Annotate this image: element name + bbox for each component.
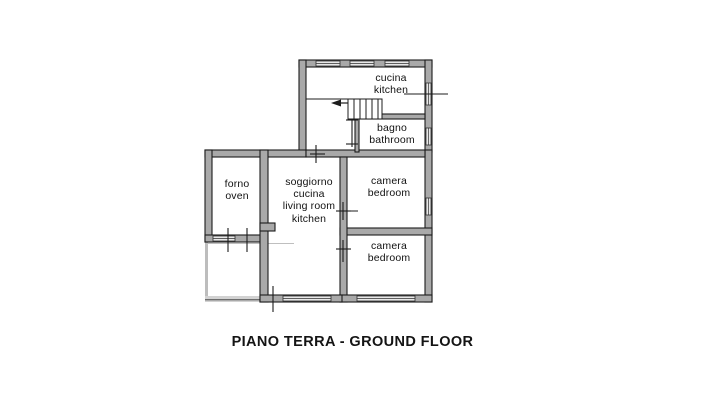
- window-openings-group: [212, 60, 432, 302]
- door-marks-group: [227, 93, 448, 312]
- staircase-icon: [306, 98, 383, 120]
- wall-center-header: [305, 149, 426, 158]
- wall-bedroom-divider: [339, 227, 433, 236]
- faded-outline-group: [205, 241, 297, 302]
- wall-left-outer: [204, 149, 213, 243]
- wall-upper-left: [298, 59, 307, 153]
- wall-spine-stub: [259, 222, 276, 232]
- wall-bedroom-left: [339, 156, 348, 303]
- walls-group: [204, 59, 433, 303]
- wall-main-top: [204, 149, 307, 158]
- wall-main-top-right: [424, 149, 433, 303]
- floor-plan-caption: PIANO TERRA - GROUND FLOOR: [231, 334, 474, 350]
